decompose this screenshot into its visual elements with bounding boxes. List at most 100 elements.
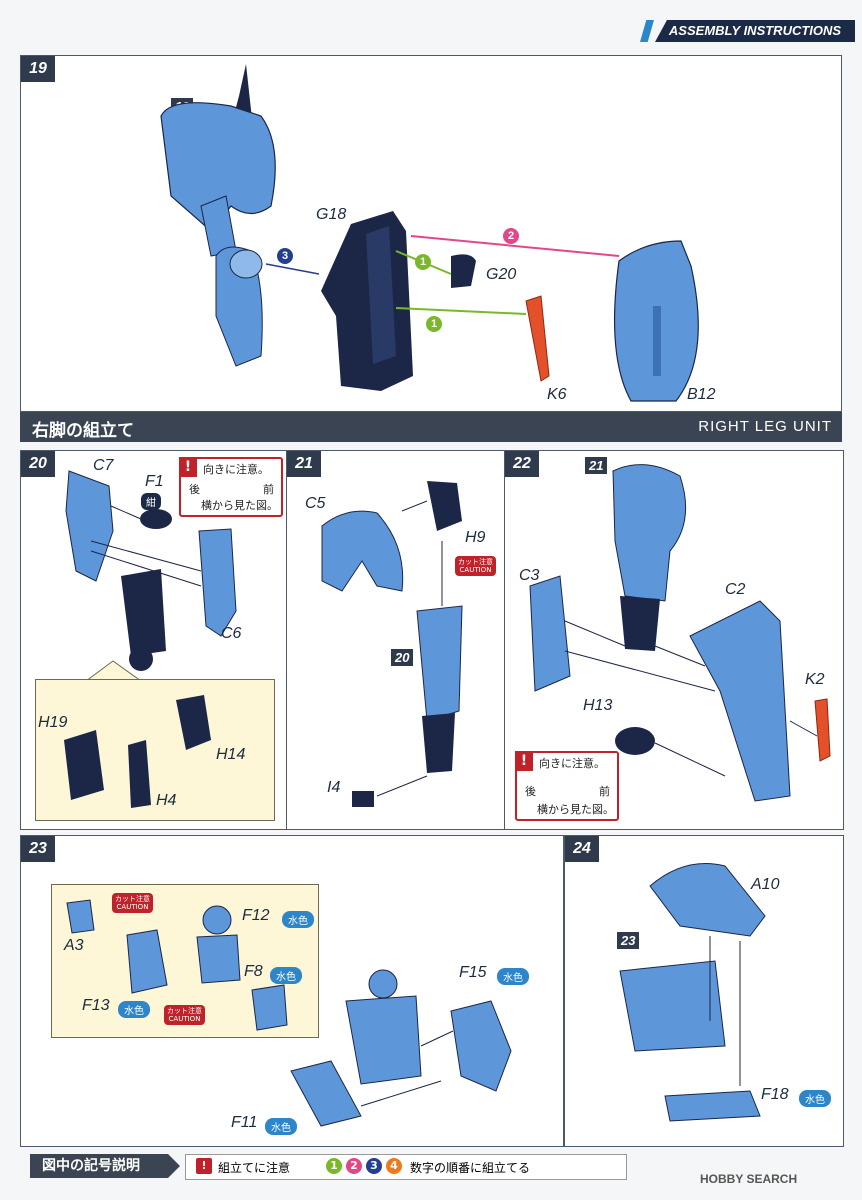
part-C7 [65,470,114,582]
label-C6: C6 [221,625,242,642]
caution-icon: ! [515,751,533,771]
label-G18: G18 [316,206,347,223]
order-badge-3: 3 [366,1158,382,1174]
part-G20 [451,254,476,288]
arrow-3 [265,263,320,275]
arrow [420,1030,454,1047]
note-line2: 横から見た図。 [201,499,278,512]
order-badge-2: 2 [503,228,519,244]
order-badge-1: 1 [326,1158,342,1174]
part-F11 [290,1060,362,1127]
header-stripe [640,20,654,42]
detail-inset: A3 F12 水色 F8 水色 F13 水色 カット注意 CAUTION カット… [51,884,319,1038]
label-I4: I4 [327,779,341,796]
header-title: ASSEMBLY INSTRUCTIONS [655,20,855,42]
caution-jp: カット注意 [167,1007,202,1015]
label-H13: H13 [583,697,613,714]
label-F11: F11 [231,1114,258,1131]
note-line2: 横から見た図。 [537,803,614,816]
caution-badge: カット注意 CAUTION [112,893,153,913]
caution-en: CAUTION [116,903,149,911]
part-H4 [128,740,151,808]
label-K2: K2 [805,671,825,688]
step-number: 21 [287,451,321,477]
part-18 [160,102,276,232]
section-title-jp: 右脚の組立て [32,421,134,441]
label-C5: C5 [305,495,326,512]
part-ball [368,969,398,999]
label-H19: H19 [38,714,68,731]
label-F13: F13 [82,997,110,1014]
sub-assembly-label: 21 [585,457,608,474]
color-tag-light-blue: 水色 [118,1001,150,1018]
part-H19 [64,730,104,800]
part-F18 [664,1090,761,1122]
color-tag-light-blue: 水色 [497,968,529,985]
part-joint [129,647,153,671]
label-K6: K6 [547,386,567,403]
note-line1: 向きに注意。 [539,757,605,770]
arrow [401,500,428,512]
part-K6 [525,295,550,382]
step-22-diagram [529,464,831,802]
part-F12 [196,934,241,984]
part-C2 [689,600,791,802]
part-main-assembly [345,995,422,1085]
caution-en: CAUTION [459,566,492,574]
caution-badge: カット注意 CAUTION [164,1005,205,1025]
caution-icon: ! [196,1158,212,1174]
section-title-bar: 右脚の組立て RIGHT LEG UNIT [20,412,842,442]
arrow [90,550,202,587]
color-tag-light-blue: 水色 [282,911,314,928]
part-23-assembly [619,960,726,1052]
part-C6 [198,528,237,637]
label-H9: H9 [465,529,486,546]
label-A10: A10 [751,876,780,893]
label-A3: A3 [64,937,84,954]
orientation-note: ! 向きに注意。 後 前 横から見た図。 [515,751,619,821]
part-20-lower [422,713,455,773]
detail-inset: H19 H14 H4 [35,679,275,821]
step-19-panel: 19 18 3 1 1 2 G18 G20 K6 B12 [20,55,842,412]
order-badge-1a: 1 [415,254,431,270]
part-F15 [450,1000,512,1092]
step-number: 19 [21,56,55,82]
order-badge-2: 2 [346,1158,362,1174]
arrow [360,1080,442,1107]
arrow [564,650,716,692]
step-24-panel: 24 23 A10 F18 水色 [564,835,844,1147]
arrow [376,775,428,797]
label-C3: C3 [519,567,540,584]
step-number: 20 [21,451,55,477]
part-F8 [251,984,288,1031]
arrow [654,742,726,777]
caution-badge: カット注意 CAUTION [455,556,496,576]
part-K2 [814,698,831,762]
label-F15: F15 [459,964,487,981]
step-22-panel: 22 21 C3 C2 K2 H13 ! 向きに注意。 後 前 横から見た図。 [504,450,844,830]
legend-note-text: 組立てに注意 [218,1161,291,1175]
step-number: 22 [505,451,539,477]
label-F12: F12 [242,907,270,924]
arrow [110,505,142,520]
watermark: HOBBY SEARCH [700,1172,798,1186]
part-A3 [66,899,95,934]
note-line1: 向きに注意。 [203,463,269,476]
step-21-panel: 21 20 C5 H9 カット注意 CAUTION I4 [286,450,506,830]
step-23-diagram [290,969,512,1127]
label-C2: C2 [725,581,746,598]
step-21-diagram [321,481,463,807]
part-G18-inner [366,226,396,364]
part-B12-slot [653,306,661,376]
section-title-en: RIGHT LEG UNIT [698,418,832,435]
caution-jp: カット注意 [458,558,493,566]
label-B12: B12 [687,386,716,403]
label-C7: C7 [93,457,114,474]
caution-en: CAUTION [168,1015,201,1023]
part-20 [416,605,463,722]
label-F1: F1 [145,473,164,490]
arrow-1b [395,307,527,315]
part-C3 [529,575,571,692]
step-number: 24 [565,836,599,862]
note-right: 前 [263,483,274,496]
